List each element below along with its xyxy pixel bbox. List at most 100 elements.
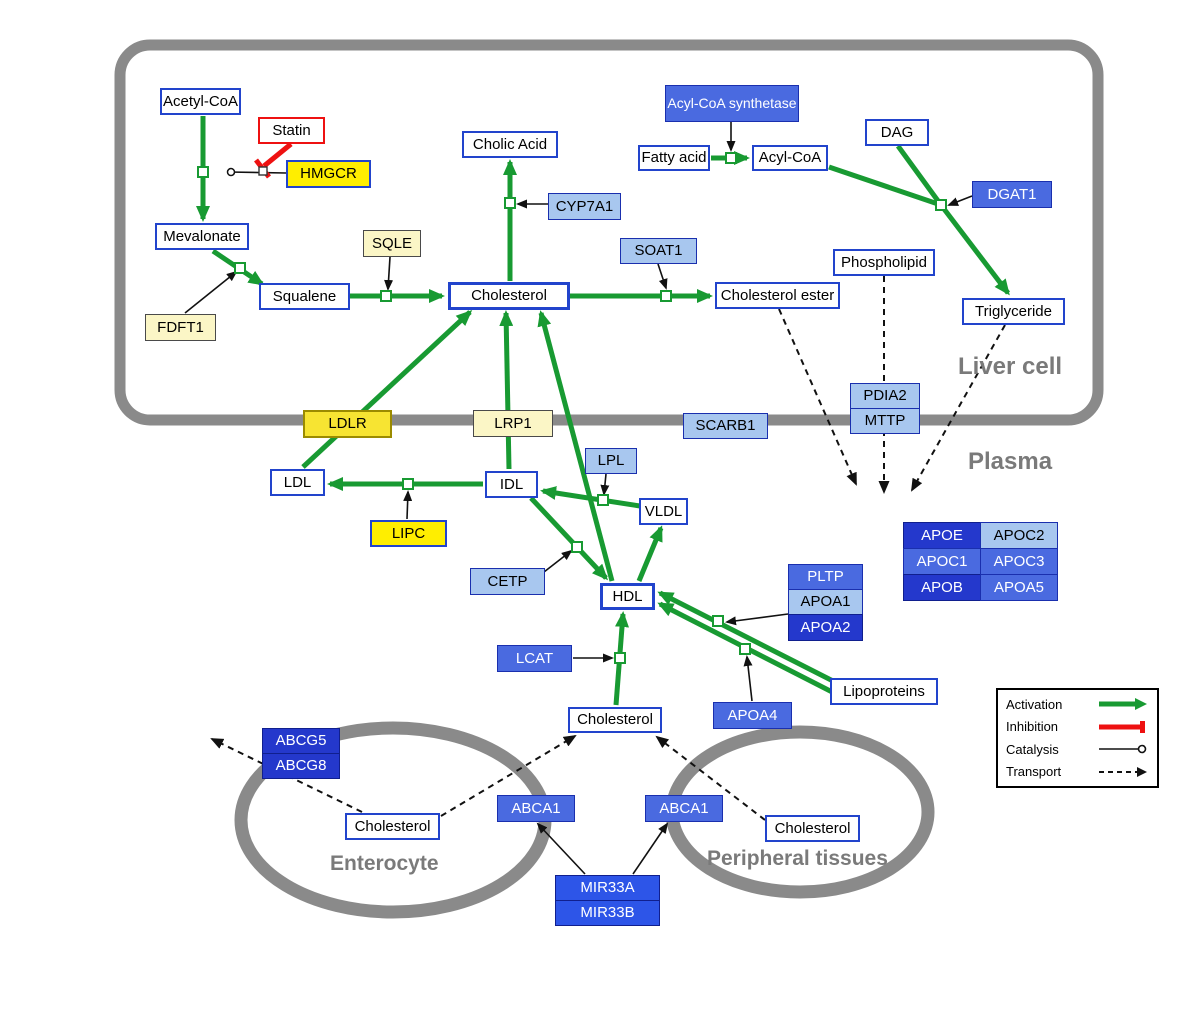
node-lpl[interactable]: LPL	[585, 448, 637, 474]
node-mir33a[interactable]: MIR33A	[555, 875, 660, 901]
edge-idl-hdl	[529, 496, 609, 581]
node-cetp[interactable]: CETP	[470, 568, 545, 595]
node-apoa5[interactable]: APOA5	[980, 574, 1058, 601]
node-mir33b[interactable]: MIR33B	[555, 900, 660, 926]
node-apoc3[interactable]: APOC3	[980, 548, 1058, 575]
peripheral-tissues-label: Peripheral tissues	[707, 847, 888, 870]
edge-vldl-idl	[540, 486, 641, 509]
node-dgat1[interactable]: DGAT1	[972, 181, 1052, 208]
node-sqle[interactable]: SQLE	[363, 230, 421, 257]
edge-idl-cholesterol-via-lrp1	[499, 310, 514, 470]
node-lipoproteins[interactable]: Lipoproteins	[830, 678, 938, 705]
node-hdl[interactable]: HDL	[600, 583, 655, 610]
transport-triglyceride-plasma	[911, 324, 1006, 492]
cat-mir33-abca1-left	[536, 822, 586, 875]
node-acyl-coa[interactable]: Acyl-CoA	[752, 145, 828, 171]
cat-dgat1	[947, 195, 973, 206]
node-mttp[interactable]: MTTP	[850, 408, 920, 434]
node-cholic-acid[interactable]: Cholic Acid	[462, 131, 558, 158]
legend-activation-row: Activation	[1006, 697, 1149, 712]
node-cyp7a1[interactable]: CYP7A1	[548, 193, 621, 220]
legend-catalysis-row: Catalysis	[1006, 742, 1149, 757]
node-cholesterol-liver[interactable]: Cholesterol	[448, 282, 570, 310]
node-pltp[interactable]: PLTP	[788, 564, 863, 590]
node-cholesterol-plasma[interactable]: Cholesterol	[568, 707, 662, 733]
cat-lpl	[600, 473, 610, 496]
transport-enterocyte-plasma	[440, 734, 577, 817]
node-ldlr[interactable]: LDLR	[303, 410, 392, 438]
legend-inhibition-label: Inhibition	[1006, 719, 1059, 735]
cat-sqle	[384, 256, 394, 291]
node-lrp1[interactable]: LRP1	[473, 410, 553, 437]
liver-cell-label: Liver cell	[958, 353, 1063, 380]
node-phospholipid[interactable]: Phospholipid	[833, 249, 935, 276]
node-fatty-acid[interactable]: Fatty acid	[638, 145, 710, 171]
node-acyl-coa-synthetase[interactable]: Acyl-CoA synthetase	[665, 85, 799, 122]
transport-cholesterolester-plasma	[778, 308, 857, 486]
node-ldl[interactable]: LDL	[270, 469, 325, 496]
plasma-label: Plasma	[968, 448, 1053, 475]
node-apoa2[interactable]: APOA2	[788, 614, 863, 641]
transport-dashed-arrow-icon	[1099, 766, 1147, 777]
edge-dag-junction	[895, 144, 944, 207]
legend-transport-label: Transport	[1006, 764, 1062, 780]
edge-hdl-cholesterol	[537, 310, 615, 582]
node-cholesterol-enterocyte[interactable]: Cholesterol	[345, 813, 440, 840]
node-apoe[interactable]: APOE	[903, 522, 981, 549]
node-statin[interactable]: Statin	[258, 117, 325, 144]
node-idl[interactable]: IDL	[485, 471, 538, 498]
node-apoa1[interactable]: APOA1	[788, 589, 863, 615]
node-squalene[interactable]: Squalene	[259, 283, 350, 310]
node-acetyl-coa[interactable]: Acetyl-CoA	[160, 88, 241, 115]
node-scarb1[interactable]: SCARB1	[683, 413, 768, 439]
node-lcat[interactable]: LCAT	[497, 645, 572, 672]
edge-hdl-vldl	[636, 525, 664, 582]
cat-apoa-stack	[725, 613, 789, 626]
edge-lipoproteins-hdl-upper	[657, 590, 835, 684]
node-triglyceride[interactable]: Triglyceride	[962, 298, 1065, 325]
node-abca1-peripheral[interactable]: ABCA1	[645, 795, 723, 822]
node-apoa4[interactable]: APOA4	[713, 702, 792, 729]
reaction-squares	[197, 152, 947, 664]
node-apob[interactable]: APOB	[903, 574, 981, 601]
cat-cetp	[543, 549, 573, 573]
legend-transport-row: Transport	[1006, 764, 1149, 779]
node-apoc2[interactable]: APOC2	[980, 522, 1058, 549]
node-pdia2[interactable]: PDIA2	[850, 383, 920, 409]
node-abcg8[interactable]: ABCG8	[262, 753, 340, 779]
node-cholesterol-peripheral[interactable]: Cholesterol	[765, 815, 860, 842]
cat-mir33-abca1-right	[632, 822, 669, 875]
catalysis-circle-icon	[1099, 744, 1147, 754]
legend-activation-label: Activation	[1006, 696, 1063, 712]
node-dag[interactable]: DAG	[865, 119, 929, 146]
edge-junction-triglyceride	[939, 203, 1010, 296]
node-vldl[interactable]: VLDL	[639, 498, 688, 525]
node-abca1-enterocyte[interactable]: ABCA1	[497, 795, 575, 822]
activation-arrow-icon	[1099, 698, 1147, 711]
liver-cell-membrane	[114, 39, 1104, 426]
node-fdft1[interactable]: FDFT1	[145, 314, 216, 341]
node-hmgcr[interactable]: HMGCR	[286, 160, 371, 188]
cat-fdft1	[184, 270, 238, 314]
transport-peripheral-plasma	[655, 735, 766, 821]
node-mevalonate[interactable]: Mevalonate	[155, 223, 249, 250]
legend-catalysis-label: Catalysis	[1006, 741, 1059, 757]
node-lipc[interactable]: LIPC	[370, 520, 447, 547]
inhibition-tbar-icon	[1099, 720, 1145, 733]
activation-edges	[196, 116, 1010, 706]
edge-acylcoa-junction	[828, 164, 942, 208]
node-cholesterol-ester[interactable]: Cholesterol ester	[715, 282, 840, 309]
catalysis-edges	[184, 122, 973, 875]
legend: Activation Inhibition Catalysis Transpor…	[996, 688, 1159, 788]
cat-hmgcr	[226, 167, 287, 177]
cat-apoa4	[743, 655, 753, 702]
cat-soat1	[657, 263, 668, 290]
legend-inhibition-row: Inhibition	[1006, 719, 1149, 734]
node-abcg5[interactable]: ABCG5	[262, 728, 340, 754]
node-apoc1[interactable]: APOC1	[903, 548, 981, 575]
inhibition-target-square	[258, 166, 268, 176]
enterocyte-label: Enterocyte	[330, 852, 439, 875]
node-soat1[interactable]: SOAT1	[620, 238, 697, 264]
